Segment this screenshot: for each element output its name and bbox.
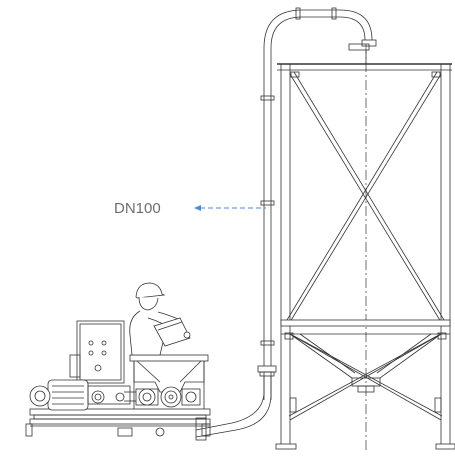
operator-figure: [129, 282, 191, 356]
pipe-size-label: DN100: [114, 200, 161, 217]
dn100-callout: [194, 205, 266, 211]
conveying-pipe: [195, 7, 377, 438]
silo: [275, 44, 455, 450]
conveying-machine: [25, 320, 211, 441]
